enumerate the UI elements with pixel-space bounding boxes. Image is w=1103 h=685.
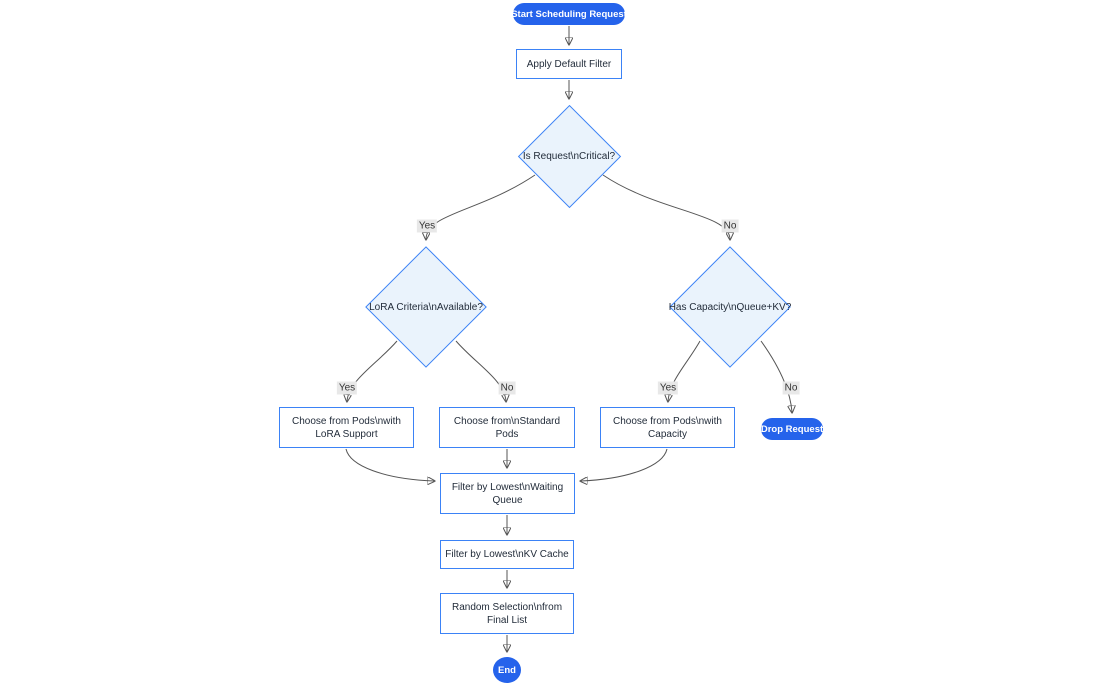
node-lora-criteria-available-label: LoRA Criteria\nAvailable?	[369, 301, 483, 313]
node-start-label: Start Scheduling Request	[511, 8, 627, 20]
edge-capacity-no-to-drop	[760, 340, 792, 412]
node-random-selection-final-list-line1: Random Selection\nfrom	[451, 601, 563, 613]
node-choose-standard-pods-line2: Pods	[495, 428, 519, 440]
node-random-selection-final-list: Random Selection\nfrom Final List	[440, 593, 574, 634]
node-apply-default-filter-label: Apply Default Filter	[526, 58, 612, 70]
edge-label-lora-yes: Yes	[336, 381, 358, 395]
node-choose-pods-capacity-line1: Choose from Pods\nwith	[613, 415, 722, 427]
node-is-request-critical-label: Is Request\nCritical?	[522, 150, 616, 162]
node-filter-lowest-kv-cache-label: Filter by Lowest\nKV Cache	[445, 549, 569, 560]
edge-chooselora-to-filterwaiting	[345, 448, 434, 481]
edge-label-critical-yes: Yes	[416, 219, 438, 233]
node-choose-pods-lora-support-line2: LoRA Support	[315, 428, 378, 440]
edge-label-critical-no: No	[721, 219, 739, 233]
node-choose-pods-lora-support: Choose from Pods\nwith LoRA Support	[279, 407, 414, 448]
node-drop-request: Drop Request	[761, 418, 823, 440]
node-choose-pods-lora-support-line1: Choose from Pods\nwith	[292, 415, 401, 427]
edge-critical-no-to-capacity	[602, 174, 730, 239]
node-random-selection-final-list-line2: Final List	[486, 614, 527, 626]
node-filter-lowest-waiting-queue: Filter by Lowest\nWaiting Queue	[440, 473, 575, 514]
node-lora-criteria-available: LoRA Criteria\nAvailable?	[365, 246, 487, 368]
node-has-capacity-queue-kv-label: Has Capacity\nQueue+KV?	[668, 301, 792, 313]
node-filter-lowest-waiting-queue-line1: Filter by Lowest\nWaiting	[451, 481, 564, 493]
edge-label-lora-no: No	[498, 381, 516, 395]
node-end-label: End	[498, 664, 516, 676]
node-drop-request-label: Drop Request	[760, 423, 824, 435]
edge-lora-no-to-standard	[455, 340, 506, 401]
node-has-capacity-queue-kv: Has Capacity\nQueue+KV?	[668, 246, 792, 368]
node-choose-pods-capacity-line2: Capacity	[648, 428, 687, 440]
node-is-request-critical: Is Request\nCritical?	[517, 104, 621, 208]
edge-lora-yes-to-chooselora	[347, 340, 398, 401]
node-filter-lowest-kv-cache: Filter by Lowest\nKV Cache	[440, 540, 574, 569]
edge-label-capacity-no: No	[782, 381, 800, 395]
node-choose-standard-pods-line1: Choose from\nStandard	[453, 415, 561, 427]
node-choose-standard-pods: Choose from\nStandard Pods	[439, 407, 575, 448]
edge-choosecap-to-filterwaiting	[581, 448, 668, 481]
node-choose-pods-capacity: Choose from Pods\nwith Capacity	[600, 407, 735, 448]
edge-capacity-yes-to-choosecap	[668, 340, 701, 401]
node-apply-default-filter: Apply Default Filter	[516, 49, 622, 79]
edge-label-capacity-yes: Yes	[657, 381, 679, 395]
node-start: Start Scheduling Request	[511, 3, 627, 25]
node-filter-lowest-waiting-queue-line2: Queue	[492, 494, 523, 506]
node-end: End	[493, 657, 521, 683]
